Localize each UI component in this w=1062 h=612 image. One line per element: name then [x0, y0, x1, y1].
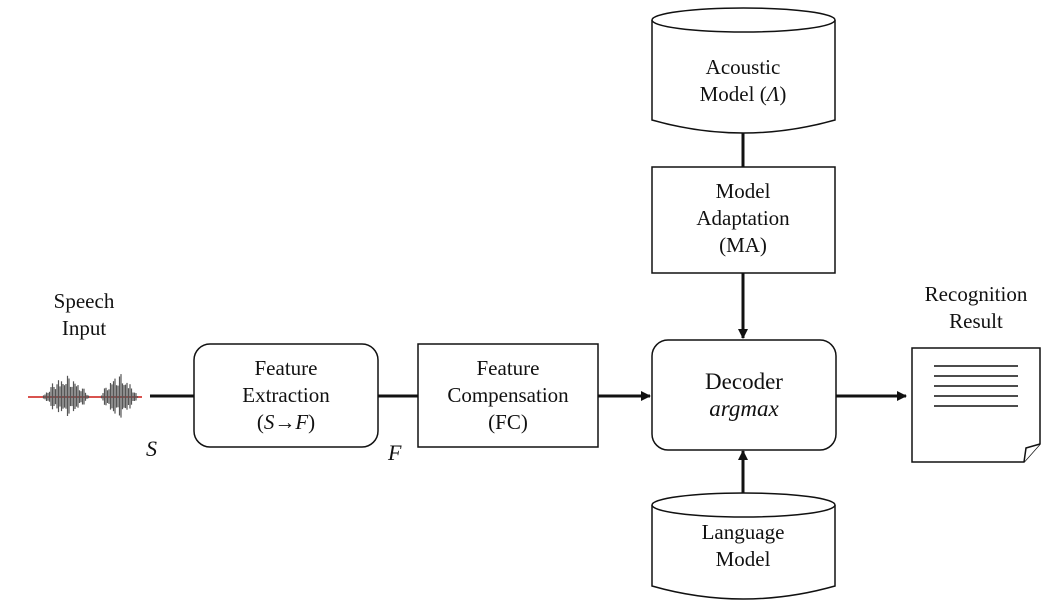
recognition-result-line1: Recognition — [924, 282, 1028, 306]
feature-extraction-line3: (S→F) — [256, 410, 316, 434]
language-model-cylinder — [651, 492, 836, 600]
feature-extraction-line1: Feature — [254, 356, 318, 380]
feature-compensation-line1: Feature — [476, 356, 540, 380]
acoustic-model-line2: Model (Λ) — [699, 82, 787, 106]
model-adaptation-label: Model Adaptation (MA) — [696, 178, 789, 259]
decoder-label: Decoder argmax — [705, 368, 783, 422]
signal-f-label: F — [388, 440, 402, 465]
waveform-icon — [28, 374, 142, 418]
language-model-line1: Language — [701, 520, 785, 544]
feature-extraction-line2: Extraction — [242, 383, 330, 407]
model-adaptation-line2: Adaptation — [696, 206, 790, 230]
signal-s-label: S — [146, 436, 157, 461]
speech-input-label: Speech Input — [54, 288, 115, 342]
acoustic-model-cylinder — [651, 7, 836, 134]
language-model-line2: Model — [715, 547, 771, 571]
model-adaptation-line1: Model — [715, 179, 771, 203]
acoustic-model-line1: Acoustic — [705, 55, 781, 79]
language-model-label: Language Model — [702, 519, 785, 573]
feature-compensation-line2: Compensation — [447, 383, 569, 407]
feature-compensation-box — [417, 343, 599, 448]
acoustic-model-label: Acoustic Model (Λ) — [700, 54, 787, 108]
speech-input-line2: Input — [61, 316, 107, 340]
recognition-result-line2: Result — [949, 309, 1003, 333]
model-adaptation-line3: (MA) — [719, 233, 767, 257]
feature-extraction-box — [193, 343, 379, 448]
decoder-line1: Decoder — [705, 369, 783, 394]
model-adaptation-box — [651, 166, 836, 274]
feature-compensation-line3: (FC) — [488, 410, 528, 434]
document-icon — [911, 347, 1041, 463]
feature-compensation-label: Feature Compensation (FC) — [447, 355, 568, 436]
feature-extraction-label: Feature Extraction (S→F) — [242, 355, 329, 436]
speech-input-line1: Speech — [53, 289, 115, 313]
recognition-result-label: Recognition Result — [925, 281, 1028, 335]
decoder-line2: argmax — [709, 396, 779, 421]
decoder-box — [651, 339, 837, 451]
